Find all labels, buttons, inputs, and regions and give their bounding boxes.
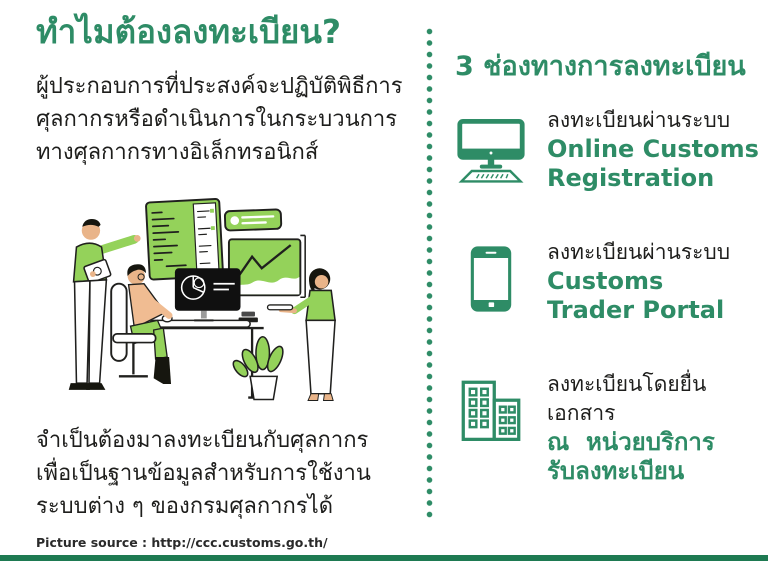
footer-accent-bar [0,555,768,561]
dotted-separator [426,28,433,522]
intro-line: ศุลกากรหรือดำเนินการในกระบวนการ [36,107,398,132]
desktop-computer-icon [448,119,534,183]
channel-label: ลงทะเบียนผ่านระบบ [547,108,731,132]
channel-text: ลงทะเบียนโดยยื่นเอกสาร ณ หน่วยบริการ รับ… [547,370,760,486]
channel-name-line: Online Customs [547,135,759,163]
intro-line: ทางศุลกากรทางอิเล็กทรอนิกส์ [36,140,319,165]
intro-paragraph: ผู้ประกอบการที่ประสงค์จะปฏิบัติพิธีการ ศ… [36,70,403,169]
channel-name-line: Customs [547,267,664,295]
picture-source-text: Picture source : http://ccc.customs.go.t… [36,535,328,550]
page-title: ทำไมต้องลงทะเบียน? [36,12,342,51]
channel-item-online-customs-registration: ลงทะเบียนผ่านระบบ Online Customs Registr… [448,106,760,193]
channel-label: ลงทะเบียนผ่านระบบ [547,240,731,264]
intro-line: ผู้ประกอบการที่ประสงค์จะปฏิบัติพิธีการ [36,74,403,99]
outro-line: เพื่อเป็นฐานข้อมูลสำหรับการใช้งาน [36,461,371,486]
smartphone-icon [448,245,534,313]
outro-paragraph: จำเป็นต้องมาลงทะเบียนกับศุลกากร เพื่อเป็… [36,424,371,523]
channel-name-line: Trader Portal [547,296,725,324]
outro-line: จำเป็นต้องมาลงทะเบียนกับศุลกากร [36,428,369,453]
channel-name-line: Registration [547,164,715,192]
channel-label: ลงทะเบียนโดยยื่นเอกสาร [547,372,707,425]
channel-name-line: ณ หน่วยบริการ [547,428,715,456]
channel-item-customs-trader-portal: ลงทะเบียนผ่านระบบ Customs Trader Portal [448,238,760,325]
channel-name-line: รับลงทะเบียน [547,457,685,485]
office-building-icon [448,379,534,441]
channel-item-registration-service-unit: ลงทะเบียนโดยยื่นเอกสาร ณ หน่วยบริการ รับ… [448,370,760,486]
channel-text: ลงทะเบียนผ่านระบบ Customs Trader Portal [547,238,730,325]
channels-heading: 3 ช่องทางการลงทะเบียน [455,51,746,82]
outro-line: ระบบต่าง ๆ ของกรมศุลกากรได้ [36,494,333,519]
channel-text: ลงทะเบียนผ่านระบบ Online Customs Registr… [547,106,759,193]
team-dashboard-illustration [68,198,336,401]
